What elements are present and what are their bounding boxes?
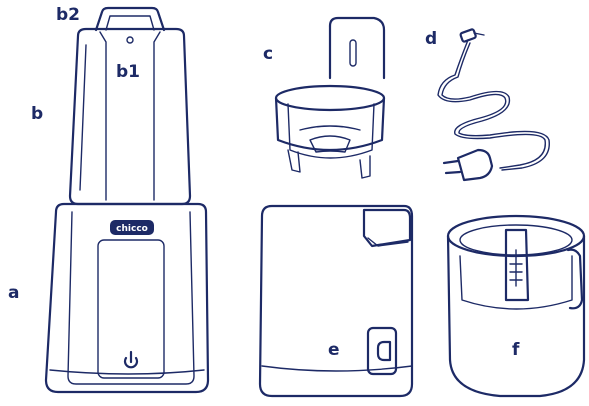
water-chamber bbox=[448, 216, 584, 396]
label-f: f bbox=[512, 342, 519, 359]
lid-vent bbox=[127, 37, 133, 43]
label-b2: b2 bbox=[56, 7, 80, 24]
label-b: b bbox=[31, 106, 43, 123]
label-b1: b1 bbox=[116, 64, 140, 81]
svg-text:chicco: chicco bbox=[116, 224, 148, 234]
bottle-basket bbox=[276, 18, 384, 178]
lid-cover bbox=[70, 29, 190, 204]
label-d: d bbox=[425, 31, 437, 48]
lid-handle bbox=[96, 8, 164, 30]
label-e: e bbox=[328, 342, 340, 359]
label-c: c bbox=[263, 46, 273, 63]
power-icon[interactable] bbox=[125, 352, 137, 367]
label-a: a bbox=[8, 285, 19, 302]
heating-unit bbox=[260, 206, 412, 396]
power-cord bbox=[438, 29, 549, 180]
lid-window bbox=[100, 32, 106, 200]
power-socket[interactable] bbox=[368, 328, 396, 374]
